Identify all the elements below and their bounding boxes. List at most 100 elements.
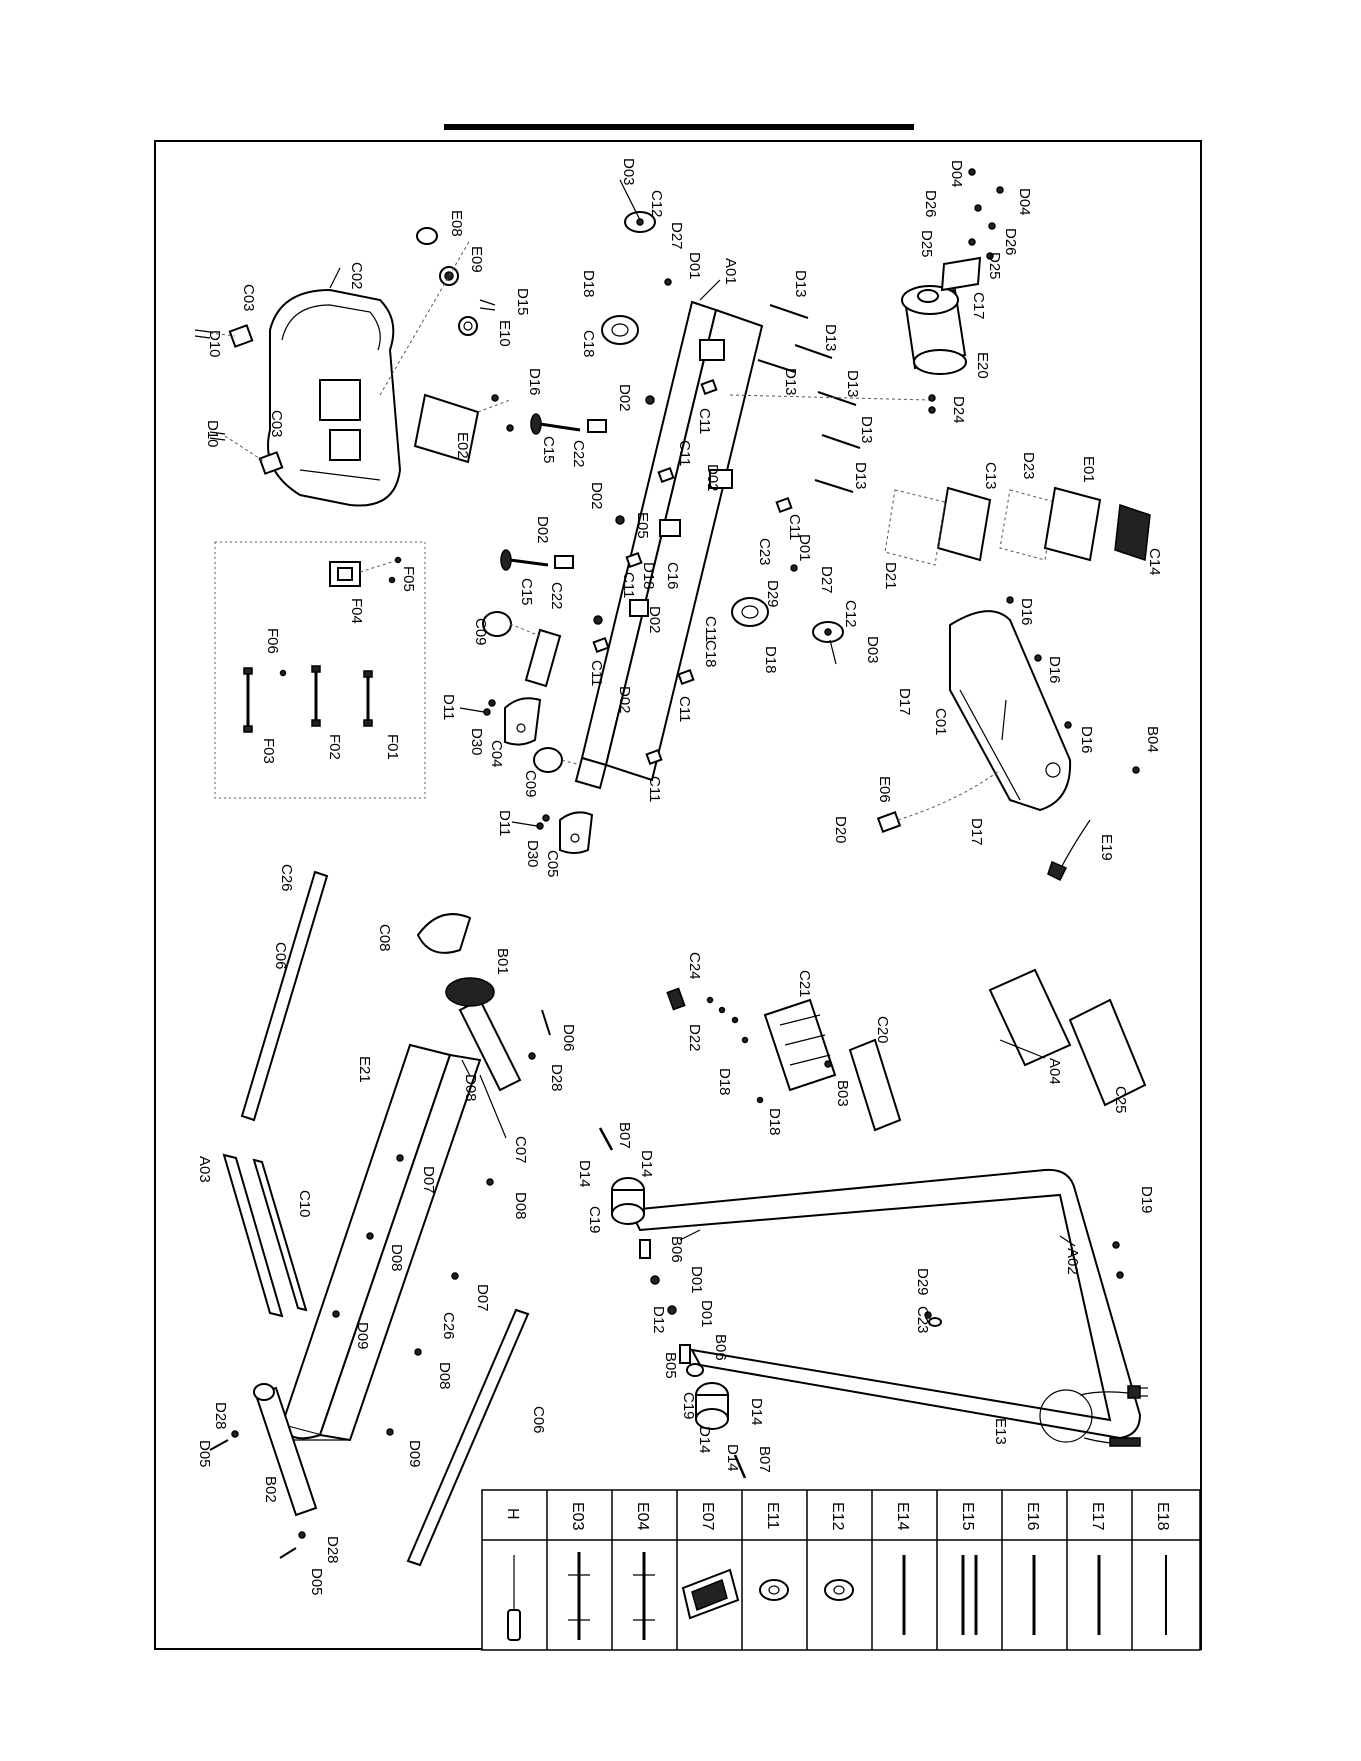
screws-d15-d16 [479,299,514,432]
callout-a04: A04 [1046,1058,1063,1085]
callout-e10: E10 [496,320,513,347]
roller-screws [209,1009,551,1559]
callout-f01: F01 [384,734,401,760]
callout-c23-handle: C23 [914,1306,931,1334]
callout-d24: D24 [950,396,967,424]
callout-e19: E19 [1098,834,1115,861]
tool-label-e18: E18 [1154,1502,1171,1531]
callout-c03-bottom: C03 [268,410,285,438]
callout-d13-5: D13 [858,416,875,444]
callout-c07: C07 [512,1136,529,1164]
tab-c11-group [592,378,793,766]
wire-e04-icon [633,1552,655,1640]
callout-b01: B01 [494,948,511,975]
accessory-icons [507,1552,1167,1641]
screw-d10-group [194,329,266,463]
motor-hood-c02 [267,288,402,507]
callout-d18-top: D18 [580,270,597,298]
callout-d02-4: D02 [646,606,663,634]
callout-d05-right: D05 [308,1568,325,1596]
callout-d13-3: D13 [782,368,799,396]
callout-d28-bottom-left: D28 [212,1402,229,1430]
callout-d02-5: D02 [616,686,633,714]
screwdriver-icon [507,1555,521,1641]
callout-e09: E09 [468,246,485,273]
callout-d04-left: D04 [948,160,965,188]
callout-d16-2: D16 [1046,656,1063,684]
callout-d01-mid: D01 [796,534,813,562]
controller-f04 [329,556,402,587]
callout-d13-1: D13 [792,270,809,298]
callout-c06-bottom: C06 [530,1406,547,1434]
callout-f04: F04 [348,598,365,624]
callout-c12-top: C12 [648,190,665,218]
callout-d14-3: D14 [748,1398,765,1426]
tool-label-e15: E15 [959,1502,976,1531]
tool-label-e17: E17 [1089,1502,1106,1531]
callout-c11-7: C11 [646,776,663,802]
callout-d16-hood: D16 [526,368,543,396]
callout-c13: C13 [982,462,999,490]
callout-c22-top: C22 [570,440,587,468]
callout-d14-1: D14 [638,1150,655,1178]
callout-d29-handle: D29 [914,1268,931,1296]
callout-d16-1: D16 [1018,598,1035,626]
callout-d18-mid: D18 [640,562,657,590]
callout-d01-handle-1: D01 [688,1266,705,1294]
callout-d07-2: D07 [474,1284,491,1312]
callout-b07-bottom: B07 [756,1446,773,1473]
callout-c11-4: C11 [588,660,605,686]
end-caps-c09-c04-c05 [482,611,594,854]
callout-d02-3: D02 [704,464,721,492]
callout-f03: F03 [260,738,277,764]
tool-label-e16: E16 [1024,1502,1041,1531]
callout-d23: D23 [1020,452,1037,480]
callout-d07-1: D07 [420,1166,437,1194]
callout-d02-6: D02 [534,516,551,544]
callout-d30-bottom: D30 [524,840,541,868]
callout-d18-c21-2: D18 [766,1108,783,1136]
callout-e21: E21 [356,1056,373,1083]
callout-d14-2: D14 [576,1160,593,1188]
callout-d19: D19 [1138,1186,1155,1214]
wires-f01-f03 [243,665,373,733]
callout-d08-1: D08 [462,1074,479,1102]
console-parts [884,486,1151,566]
callout-d13-6: D13 [852,462,869,490]
tool-label-e07: E07 [699,1502,716,1531]
callout-d27-mid: D27 [818,566,835,594]
plate-e02 [413,393,511,464]
callout-d02-1: D02 [588,482,605,510]
callout-d09-2: D09 [406,1440,423,1468]
callout-b02: B02 [262,1476,279,1503]
callout-c09-top: C09 [472,618,489,646]
callout-d02-2: D02 [616,384,633,412]
callout-d25-left: D25 [918,230,935,258]
callout-b06-2: B06 [712,1334,729,1361]
callout-c03-top: C03 [240,284,257,312]
callout-c18-mid: C18 [702,640,719,668]
motor-cover-c21-c20 [666,987,902,1132]
callout-d10-top: D10 [206,330,223,358]
callout-b06-1: B06 [668,1236,685,1263]
callout-a03: A03 [196,1156,213,1183]
callout-c11-2: C11 [676,440,693,466]
wiring-inset-box [214,541,426,799]
rear-cover-c01 [949,596,1140,812]
callout-d08-4: D08 [436,1362,453,1390]
side-rails-c06 [240,870,530,1567]
safety-key-e06-e19 [876,769,1091,882]
callout-d14-5: D14 [724,1444,741,1472]
callout-e05: E05 [634,512,651,539]
callout-d28-bottom-right: D28 [324,1536,341,1564]
display-e07-icon [681,1568,740,1620]
callout-d22: D22 [686,1024,703,1052]
callout-c14: C14 [1146,548,1163,576]
callout-e20: E20 [974,352,991,379]
wire-e03-icon [568,1552,590,1640]
callout-f06: F06 [264,628,281,654]
callout-d03-top: D03 [620,158,637,186]
callout-e13: E13 [992,1418,1009,1445]
tool-label-h: H [504,1508,521,1520]
callout-d18-lower: D18 [762,646,779,674]
